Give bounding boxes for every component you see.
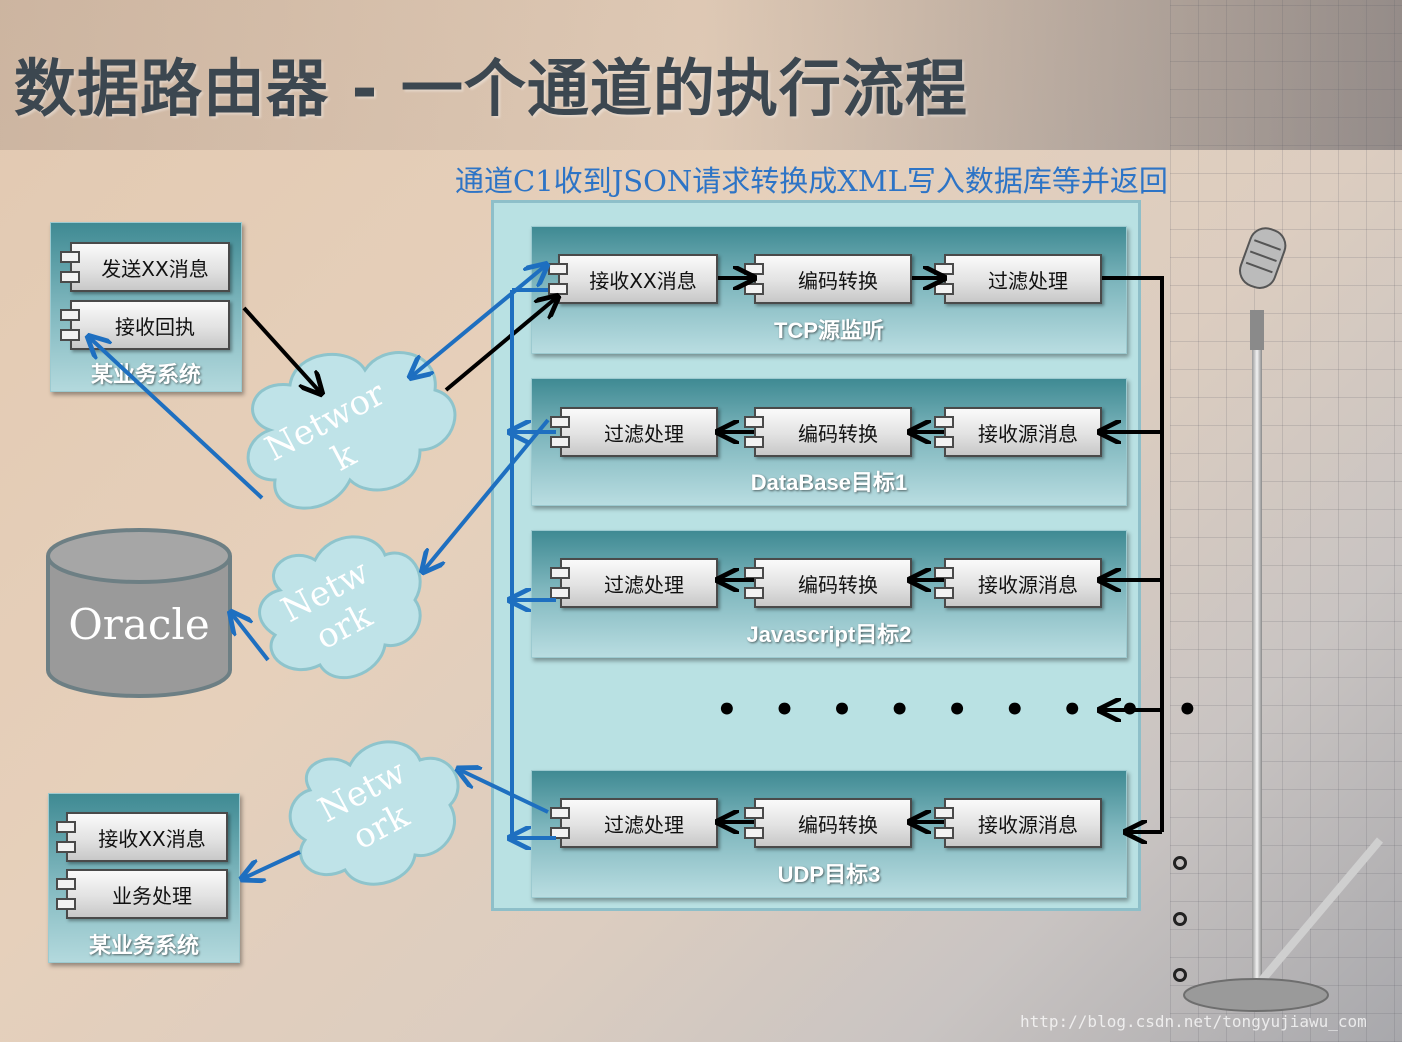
component-label: 接收源消息 [978,812,1078,837]
system-title: 某业务系统 [90,363,201,388]
vertical-ellipsis-dot [1173,968,1187,982]
component-filter: 过滤处理 [550,558,718,608]
component-label: 编码转换 [798,812,878,837]
component-receive-xx: 接收XX消息 [56,812,228,862]
component-label: 接收回执 [115,314,195,339]
component-label: 过滤处理 [604,812,684,837]
page-title: 数据路由器 - 一个通道的执行流程 [14,52,968,125]
component-receive-source: 接收源消息 [934,407,1102,457]
component-encoding: 编码转换 [744,558,912,608]
component-filter: 过滤处理 [550,798,718,848]
component-label: 接收XX消息 [98,826,206,851]
mic-base [1183,978,1329,1012]
mic-stand-pole [1252,340,1262,990]
component-encoding: 编码转换 [744,407,912,457]
component-encoding: 编码转换 [744,254,912,304]
component-label: 发送XX消息 [101,256,209,281]
network-cloud-2 [258,535,422,680]
panel-title: Javascript目标2 [746,622,912,647]
vertical-ellipsis-dot [1173,912,1187,926]
network-cloud-3 [288,740,460,886]
mic-head [1239,227,1287,289]
component-encoding: 编码转换 [744,798,912,848]
panel-title: UDP目标3 [777,862,881,887]
component-label: 业务处理 [112,883,192,908]
grid-background [1170,0,1402,1042]
top-shading [0,0,1402,150]
oracle-database-icon [46,528,232,698]
component-label: 接收源消息 [978,421,1078,446]
panel-title: TCP源监听 [773,318,884,343]
component-filter: 过滤处理 [934,254,1102,304]
component-label: 编码转换 [798,572,878,597]
panel-title: DataBase目标1 [750,470,908,495]
component-label: 过滤处理 [604,572,684,597]
mic-neck [1250,310,1264,350]
component-send-xx: 发送XX消息 [60,242,230,292]
system-title: 某业务系统 [88,934,199,959]
component-label: 过滤处理 [988,268,1068,293]
channel-subtitle: 通道C1收到JSON请求转换成XML写入数据库等并返回 [455,164,1168,198]
mic-boom [1258,837,1384,983]
component-label: 接收XX消息 [589,268,697,293]
component-label: 接收源消息 [978,572,1078,597]
component-receive-source: 接收源消息 [934,798,1102,848]
component-label: 编码转换 [798,421,878,446]
component-filter: 过滤处理 [550,407,718,457]
component-label: 过滤处理 [604,421,684,446]
component-business-process: 业务处理 [56,869,228,919]
watermark: http://blog.csdn.net/tongyujiawu_com [1020,1012,1367,1031]
component-receive-xx: 接收XX消息 [548,254,718,304]
component-label: 编码转换 [798,268,878,293]
vertical-ellipsis-dot [1173,856,1187,870]
component-receive-source: 接收源消息 [934,558,1102,608]
oracle-label: Oracle [68,600,210,649]
